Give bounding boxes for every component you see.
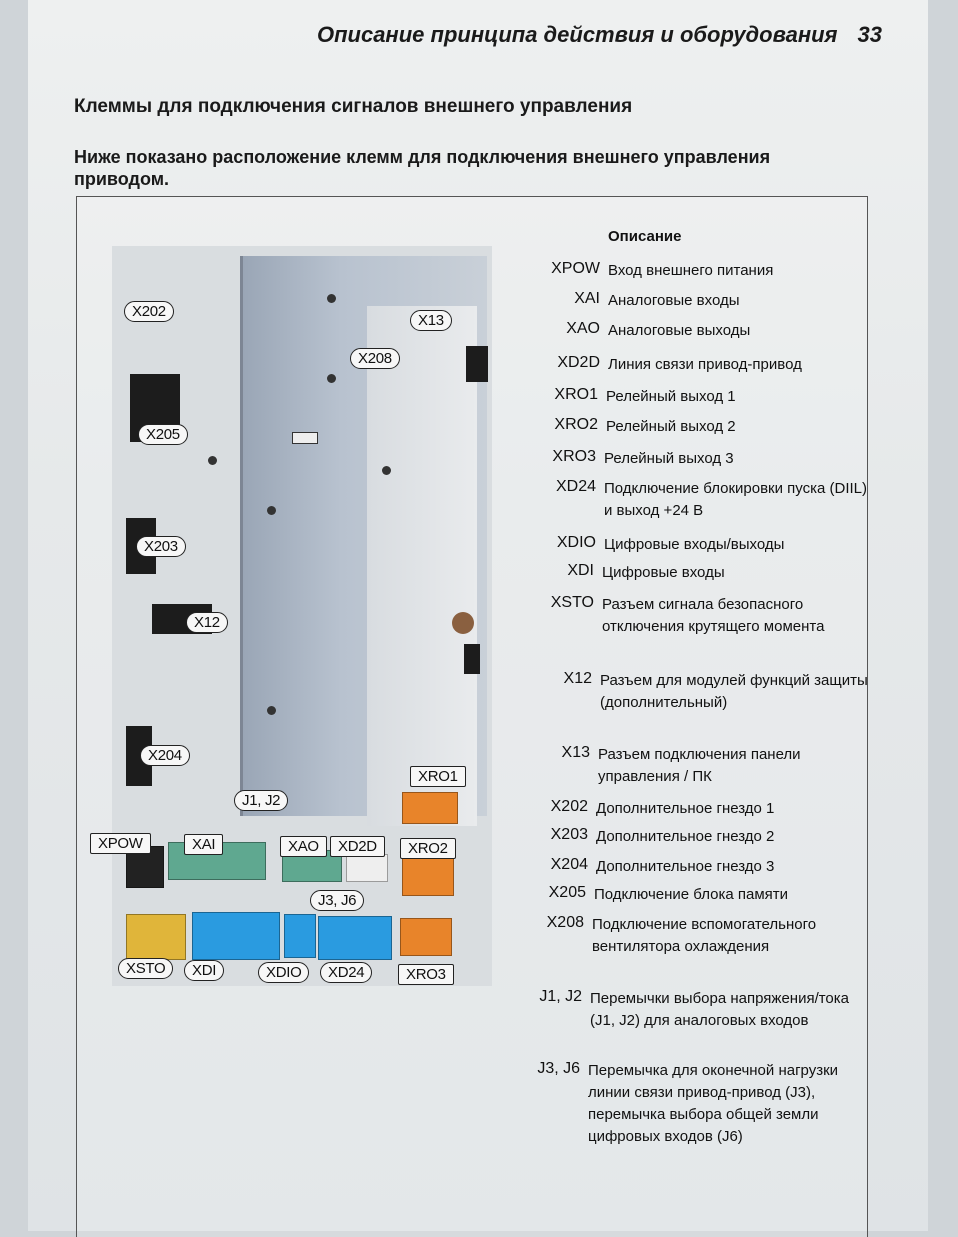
row-code: X205 <box>548 884 586 901</box>
callout-xro1: XRO1 <box>410 766 466 787</box>
header-title: Описание принципа действия и оборудовани… <box>316 22 838 47</box>
xro2-connector <box>402 858 454 896</box>
callout-xao: XAO <box>280 836 327 857</box>
intro-paragraph: Ниже показано расположение клемм для под… <box>74 147 771 189</box>
section-title: Клеммы для подключения сигналов внешнего… <box>74 96 633 117</box>
row-text: Дополнительное гнездо 3 <box>596 858 775 875</box>
callout-x13: X13 <box>410 310 452 331</box>
control-board-image <box>112 246 492 986</box>
page-header: Описание принципа действия и оборудовани… <box>317 22 882 48</box>
callout-j1-j2: J1, J2 <box>234 790 289 811</box>
callout-xpow: XPOW <box>90 833 151 854</box>
row-text: Разъем подключения панели управления / П… <box>598 746 801 785</box>
board-chip <box>466 346 488 382</box>
row-code: X12 <box>563 670 592 687</box>
row-text: Цифровые входы/выходы <box>604 536 785 553</box>
row-code: XRO3 <box>552 448 596 465</box>
row-code: XRO1 <box>554 386 598 403</box>
callout-xdio: XDIO <box>258 962 310 983</box>
row-code: J1, J2 <box>539 988 582 1005</box>
row-text: Перемычки выбора напряжения/тока (J1, J2… <box>590 990 850 1029</box>
board-capacitor <box>452 612 474 634</box>
board-light-panel <box>367 306 477 826</box>
xd2d-connector <box>346 854 388 882</box>
callout-xdi: XDI <box>184 960 225 981</box>
callout-x205: X205 <box>138 424 188 445</box>
row-text: Релейный выход 2 <box>606 418 736 435</box>
xdio-connector <box>284 914 316 958</box>
callout-xd24: XD24 <box>320 962 373 983</box>
row-code: XD24 <box>555 478 596 495</box>
xsto-connector <box>126 914 186 960</box>
row-code: XAO <box>566 320 600 337</box>
row-code: XDIO <box>556 534 596 551</box>
row-text: Подключение блока памяти <box>594 886 789 903</box>
callout-xro3: XRO3 <box>398 964 454 985</box>
board-screw-hole <box>382 466 391 475</box>
callout-x12: X12 <box>186 612 228 633</box>
callout-x204: X204 <box>140 745 190 766</box>
row-code: XD2D <box>557 354 600 371</box>
callout-xsto: XSTO <box>118 958 174 979</box>
board-screw-hole <box>327 294 336 303</box>
board-slot <box>292 432 318 444</box>
row-text: Релейный выход 3 <box>604 450 734 467</box>
table-heading: Описание <box>608 228 682 245</box>
row-text: Подключение вспомогательного вентилятора… <box>592 916 817 955</box>
xro3-connector <box>400 918 452 956</box>
row-code: XPOW <box>551 260 600 277</box>
callout-j3-j6: J3, J6 <box>310 890 365 911</box>
row-text: Разъем сигнала безопасного отключения кр… <box>602 596 825 635</box>
row-text: Дополнительное гнездо 2 <box>596 828 775 845</box>
board-screw-hole <box>208 456 217 465</box>
row-text: Релейный выход 1 <box>606 388 736 405</box>
xro1-connector <box>402 792 458 824</box>
callout-x208: X208 <box>350 348 400 369</box>
callout-x203: X203 <box>136 536 186 557</box>
row-text: Аналоговые выходы <box>608 322 751 339</box>
row-text: Перемычка для оконечной нагрузки линии с… <box>588 1062 839 1145</box>
xdi-connector <box>192 912 280 960</box>
row-text: Разъем для модулей функций защиты (допол… <box>600 672 868 711</box>
row-text: Аналоговые входы <box>608 292 740 309</box>
callout-xai: XAI <box>184 834 224 855</box>
row-text: Линия связи привод-привод <box>608 356 802 373</box>
callout-x202: X202 <box>124 301 174 322</box>
board-chip <box>464 644 480 674</box>
row-text: Дополнительное гнездо 1 <box>596 800 775 817</box>
board-screw-hole <box>327 374 336 383</box>
row-text: Вход внешнего питания <box>608 262 774 279</box>
row-code: XSTO <box>550 594 594 611</box>
row-code: XRO2 <box>554 416 598 433</box>
row-code: XDI <box>567 562 594 579</box>
callout-xd2d: XD2D <box>330 836 385 857</box>
row-code: X13 <box>561 744 590 761</box>
row-text: Подключение блокировки пуска (DIIL) и вы… <box>604 480 868 519</box>
callout-xro2: XRO2 <box>400 838 456 859</box>
xd24-connector <box>318 916 392 960</box>
board-screw-hole <box>267 506 276 515</box>
row-code: X203 <box>550 826 588 843</box>
row-code: X208 <box>546 914 584 931</box>
row-text: Цифровые входы <box>602 564 725 581</box>
row-code: J3, J6 <box>537 1060 580 1077</box>
board-screw-hole <box>267 706 276 715</box>
row-code: X204 <box>550 856 588 873</box>
page-number: 33 <box>857 22 882 47</box>
row-code: X202 <box>550 798 588 815</box>
row-code: XAI <box>574 290 600 307</box>
